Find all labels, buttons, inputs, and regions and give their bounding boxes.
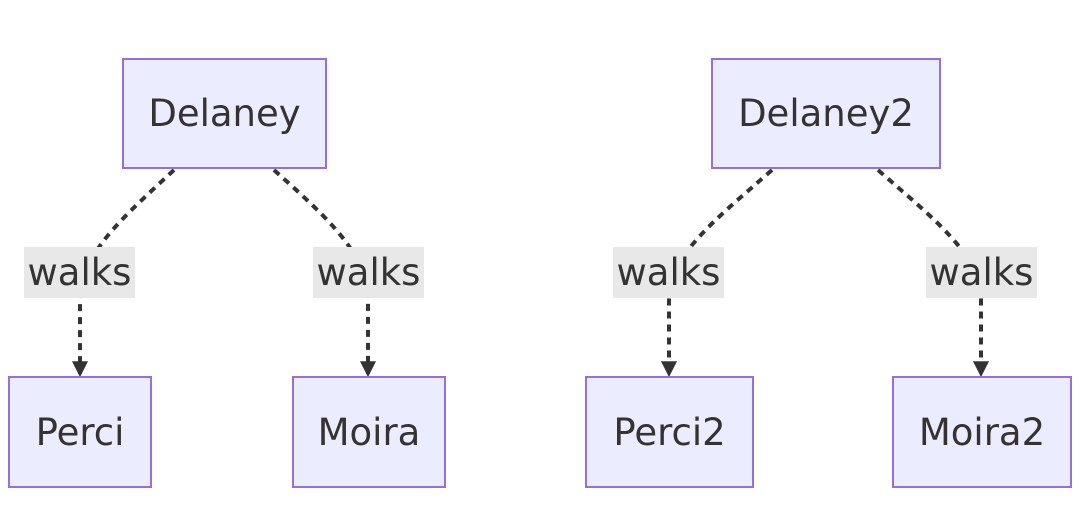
edge-label-delaney2-moira2: walks [926, 247, 1037, 298]
edge-label-delaney-moira: walks [313, 247, 424, 298]
edge-label-delaney2-perci2: walks [613, 247, 724, 298]
node-delaney[interactable]: Delaney [122, 58, 327, 169]
node-perci[interactable]: Perci [8, 376, 152, 488]
node-perci2[interactable]: Perci2 [585, 376, 754, 488]
node-delaney2[interactable]: Delaney2 [711, 58, 941, 169]
node-moira2[interactable]: Moira2 [892, 376, 1072, 488]
edge-label-delaney-perci: walks [24, 247, 135, 298]
node-moira[interactable]: Moira [292, 376, 446, 488]
